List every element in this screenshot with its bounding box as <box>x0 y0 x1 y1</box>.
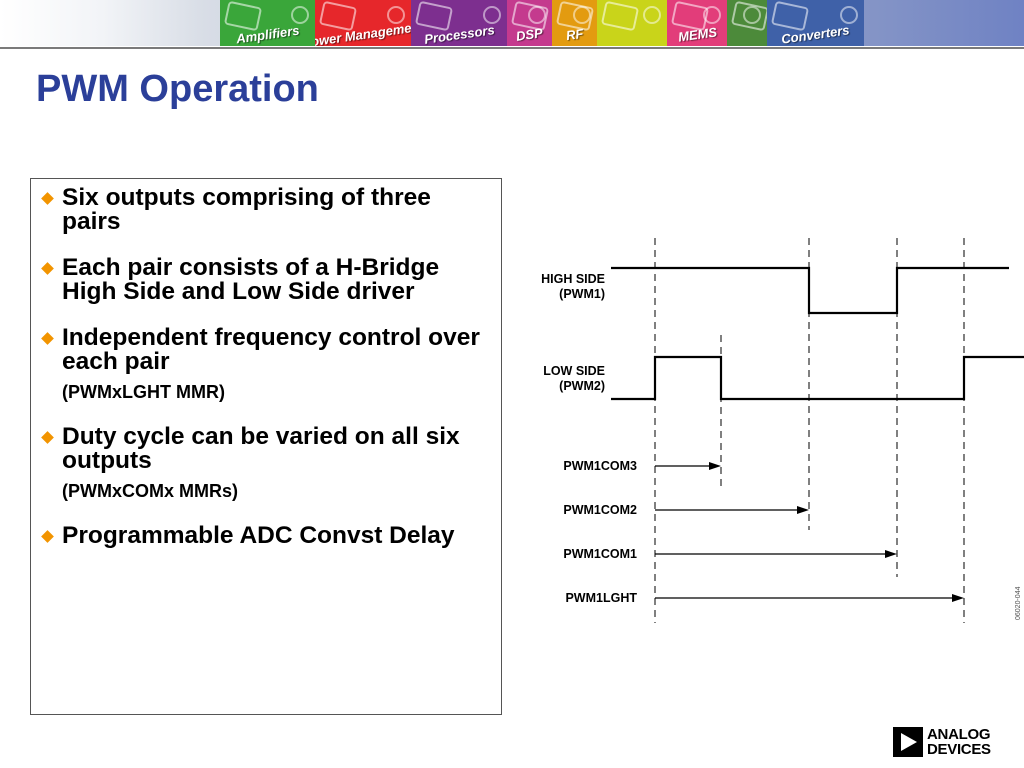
banner-tile: Power Management <box>315 0 411 46</box>
diamond-bullet-icon <box>41 262 54 275</box>
high-side-sublabel: (PWM1) <box>559 287 605 301</box>
circle-decoration-icon <box>387 6 405 24</box>
high-side-label: HIGH SIDE <box>541 272 605 286</box>
banner-tile: MEMS <box>667 0 727 46</box>
circle-decoration-icon <box>573 6 591 24</box>
low-side-sublabel: (PWM2) <box>559 379 605 393</box>
figure-code: 06020-044 <box>1015 586 1022 620</box>
banner-tile: Amplifiers <box>220 0 315 46</box>
arrowhead-icon <box>952 594 964 602</box>
banner-tile-label: RF <box>564 25 585 44</box>
circle-decoration-icon <box>743 6 761 24</box>
banner-tile <box>597 0 667 46</box>
banner-tile: Processors <box>411 0 507 46</box>
pwm1com2-label: PWM1COM2 <box>563 503 637 517</box>
logo-line-2: DEVICES <box>927 741 991 758</box>
circle-decoration-icon <box>291 6 309 24</box>
logo-triangle-icon <box>893 727 923 757</box>
banner-divider <box>0 47 1024 49</box>
pwm1com3-label: PWM1COM3 <box>563 459 637 473</box>
arrowhead-icon <box>709 462 721 470</box>
circuit-decoration-icon <box>223 0 263 32</box>
arrowhead-icon <box>885 550 897 558</box>
banner-tile: DSP <box>507 0 552 46</box>
bullet-text: Programmable ADC Convst Delay <box>62 522 455 549</box>
bullet-text: Independent frequency control over each … <box>62 324 480 375</box>
bullet-item: Programmable ADC Convst Delay <box>41 522 491 549</box>
bullet-item: Duty cycle can be varied on all six outp… <box>41 423 491 502</box>
bullet-text: Six outputs comprising of three pairs <box>62 184 431 235</box>
pwm1com1-label: PWM1COM1 <box>563 547 637 561</box>
bullet-item: Independent frequency control over each … <box>41 324 491 403</box>
banner-tile <box>727 0 767 46</box>
circle-decoration-icon <box>643 6 661 24</box>
logo-line-1: ANALOG <box>927 726 991 743</box>
circle-decoration-icon <box>528 6 546 24</box>
circle-decoration-icon <box>483 6 501 24</box>
banner-tile-label: DSP <box>515 25 544 44</box>
circuit-decoration-icon <box>414 0 454 32</box>
arrowhead-icon <box>797 506 809 514</box>
banner-tile: RF <box>552 0 597 46</box>
pwm1lght-label: PWM1LGHT <box>565 591 637 605</box>
banner-fade <box>0 0 220 46</box>
bullet-text: Each pair consists of a H-Bridge High Si… <box>62 254 440 305</box>
banner-tile-label: MEMS <box>676 24 718 45</box>
circuit-decoration-icon <box>770 0 810 32</box>
bullet-subtext: (PWMxLGHT MMR) <box>62 382 225 402</box>
high-side-waveform <box>611 266 1009 315</box>
diamond-bullet-icon <box>41 192 54 205</box>
diamond-bullet-icon <box>41 530 54 543</box>
circuit-decoration-icon <box>318 0 358 32</box>
pwm-timing-diagram: HIGH SIDE (PWM1) LOW SIDE (PWM2) PWM1COM… <box>541 238 1024 623</box>
analog-devices-logo: ANALOG DEVICES <box>893 727 991 757</box>
bullet-list: Six outputs comprising of three pairs Ea… <box>31 179 501 548</box>
low-side-label: LOW SIDE <box>543 364 605 378</box>
bullet-item: Six outputs comprising of three pairs <box>41 184 491 235</box>
low-side-waveform <box>611 355 1024 401</box>
bullet-text-box: Six outputs comprising of three pairs Ea… <box>30 178 502 715</box>
circuit-decoration-icon <box>600 0 640 32</box>
diamond-bullet-icon <box>41 431 54 444</box>
bullet-text: Duty cycle can be varied on all six outp… <box>62 423 460 474</box>
diamond-bullet-icon <box>41 332 54 345</box>
bullet-item: Each pair consists of a H-Bridge High Si… <box>41 254 491 305</box>
banner-tile: Converters <box>767 0 864 46</box>
circle-decoration-icon <box>840 6 858 24</box>
circle-decoration-icon <box>703 6 721 24</box>
slide-title: PWM Operation <box>36 68 319 110</box>
logo-wordmark: ANALOG DEVICES <box>927 727 991 757</box>
bullet-subtext: (PWMxCOMx MMRs) <box>62 481 238 501</box>
